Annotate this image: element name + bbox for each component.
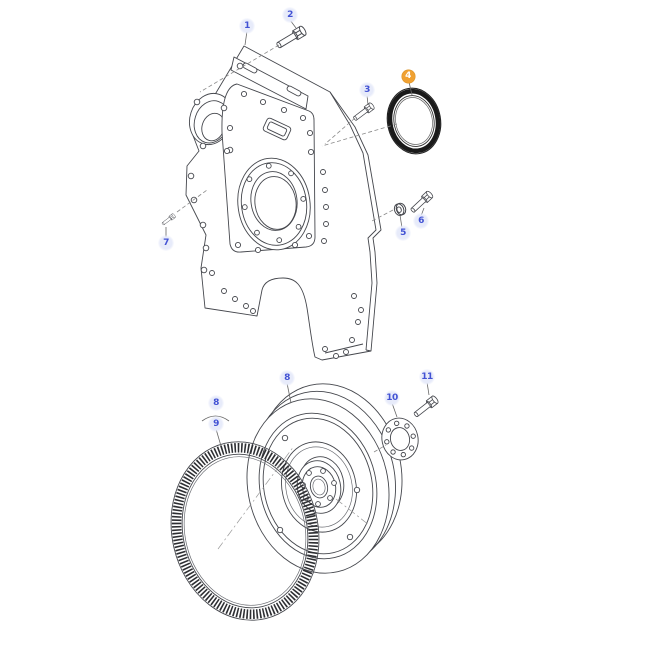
centerlines — [217, 445, 370, 550]
callout-2[interactable]: 2 — [282, 7, 298, 23]
bolt-11-drawing — [411, 394, 440, 420]
seal-ring-drawing — [386, 87, 442, 155]
bolt-2-drawing — [274, 24, 308, 51]
flywheel-drawing — [246, 383, 403, 574]
callout-10[interactable]: 10 — [384, 390, 400, 406]
dashed-leader-lines — [176, 44, 398, 453]
backing-plate-10-drawing — [381, 417, 419, 461]
callout-7[interactable]: 7 — [158, 235, 174, 251]
housing-plate-drawing — [185, 45, 382, 361]
callout-8-assembly[interactable]: 8 — [208, 395, 224, 411]
callout-8[interactable]: 8 — [279, 370, 295, 386]
washer-5-drawing — [393, 202, 407, 216]
callout-5[interactable]: 5 — [395, 225, 411, 241]
callout-9[interactable]: 9 — [208, 416, 224, 432]
ring-gear-drawing — [170, 441, 320, 621]
callout-4-highlighted[interactable]: 4 — [401, 69, 415, 83]
bolt-7-drawing — [160, 212, 177, 227]
callout-3[interactable]: 3 — [359, 82, 375, 98]
bolt-3-drawing — [351, 101, 376, 123]
bolt-6-drawing — [408, 189, 435, 215]
callout-11[interactable]: 11 — [419, 369, 435, 385]
callout-1[interactable]: 1 — [239, 18, 255, 34]
callout-6[interactable]: 6 — [413, 213, 429, 229]
